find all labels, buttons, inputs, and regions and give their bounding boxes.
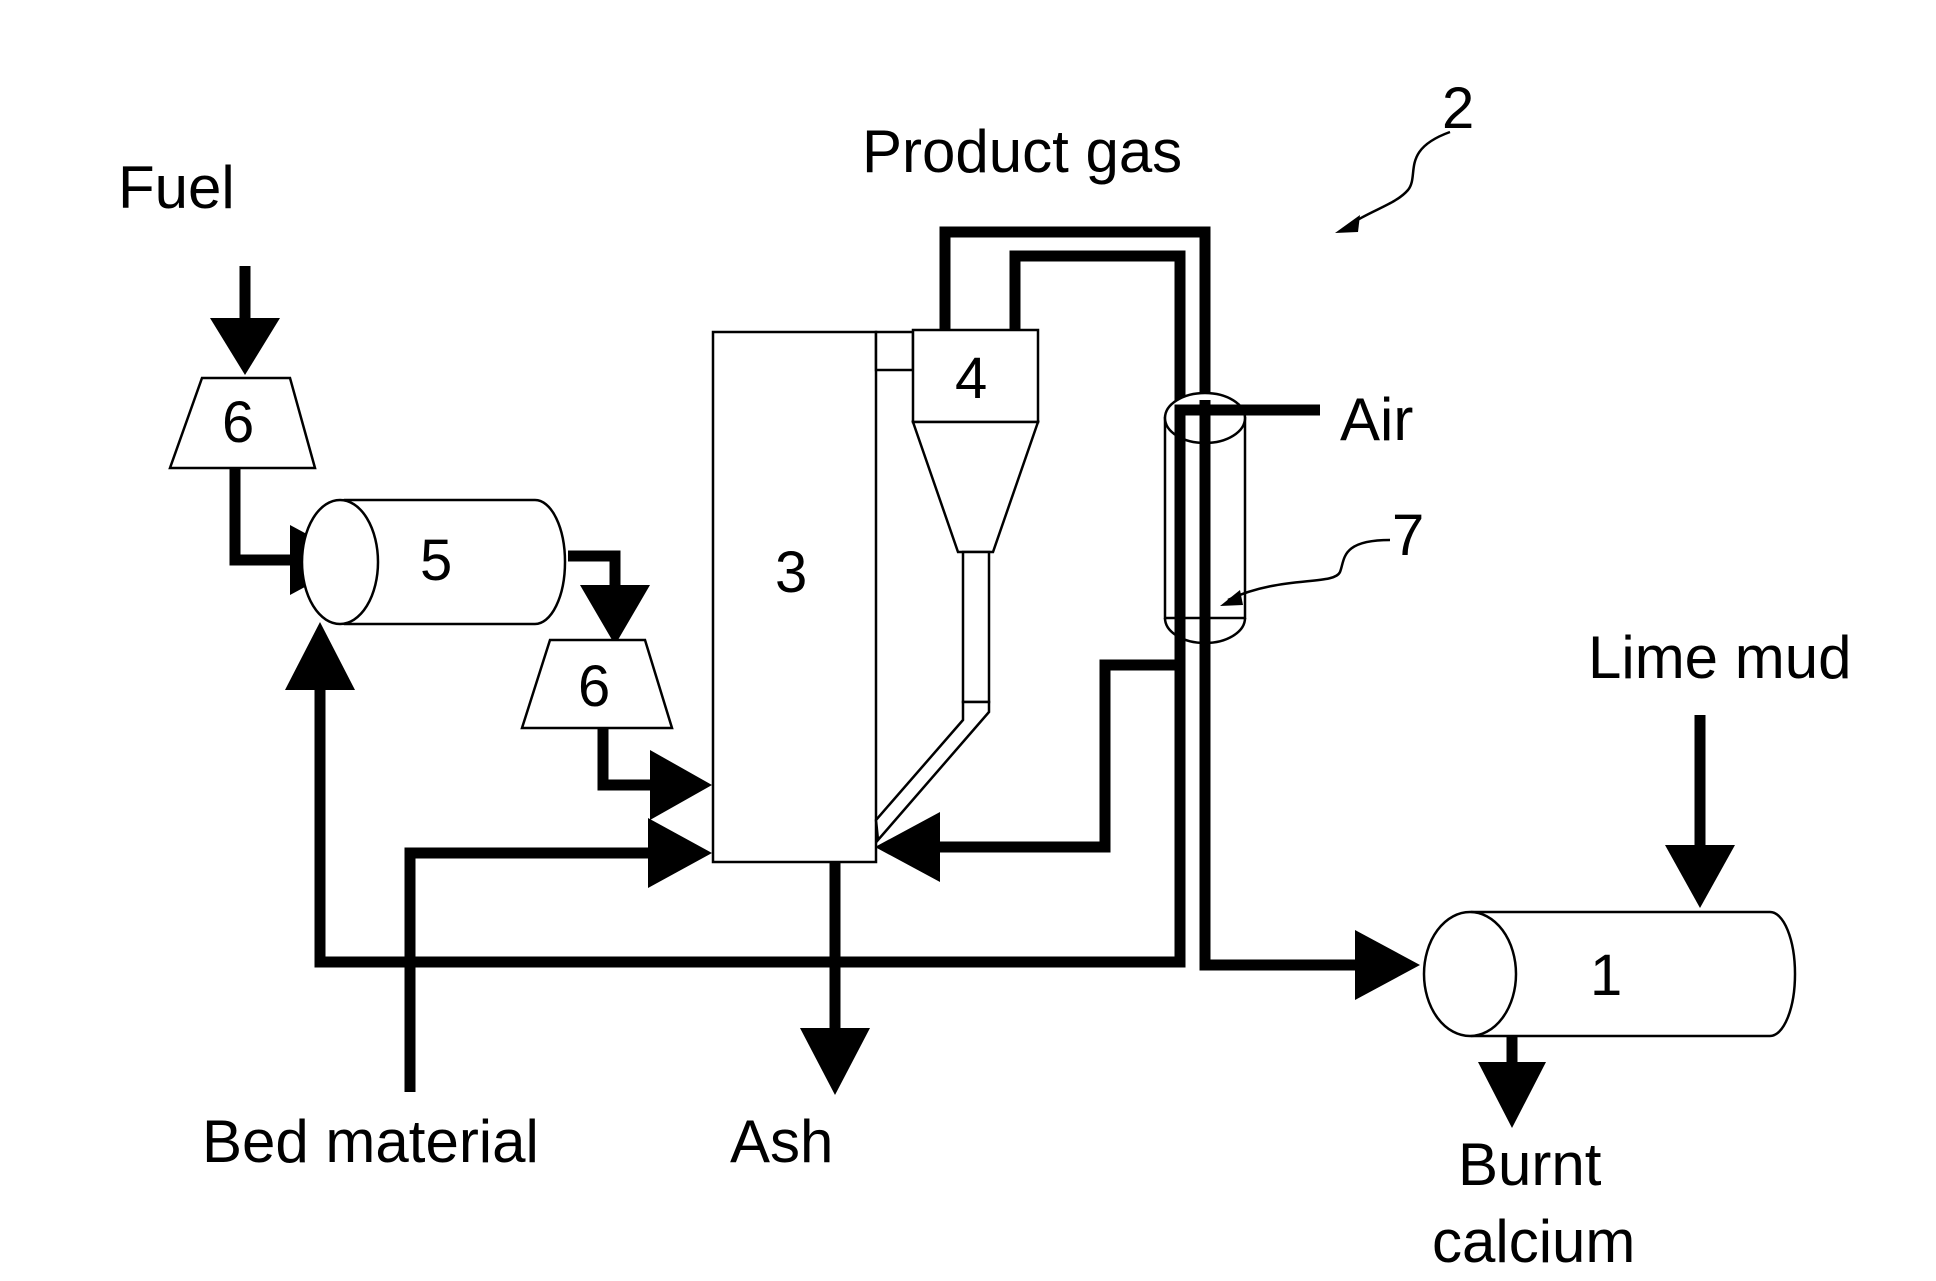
bed-material-arrow: [648, 818, 712, 888]
system-number: 2: [1442, 76, 1474, 141]
fuel-arrow: [210, 318, 280, 375]
bed-material-line: [410, 853, 660, 1092]
gasifier-number: 3: [775, 540, 807, 605]
burnt-calcium-label-2: calcium: [1432, 1208, 1635, 1275]
bed-return-arrow: [285, 622, 355, 690]
burnt-calcium-label-1: Burnt: [1458, 1131, 1602, 1198]
cyclone-cone: [913, 422, 1038, 552]
heat-exchanger-number: 7: [1392, 503, 1424, 568]
ash-arrow: [800, 1028, 870, 1095]
exchanger-ref-curve: [1228, 540, 1390, 600]
ash-label: Ash: [730, 1108, 833, 1175]
lime-mud-label: Lime mud: [1588, 624, 1851, 691]
dryer-number: 5: [420, 528, 452, 593]
feeder-top-number: 6: [222, 390, 254, 455]
lime-mud-arrow: [1665, 845, 1735, 908]
kiln-number: 1: [1590, 943, 1622, 1008]
burnt-calcium-arrow: [1478, 1062, 1546, 1128]
fuel-label: Fuel: [118, 154, 235, 221]
dryer-to-feeder-line: [568, 556, 615, 590]
cyclone-number: 4: [955, 346, 987, 411]
gasifier-cyclone-duct: [876, 332, 913, 370]
kiln-body: [1472, 912, 1795, 1036]
system-ref-arrowhead: [1335, 215, 1360, 233]
feeder-bottom-number: 6: [578, 654, 610, 719]
dryer-end: [302, 500, 378, 624]
cyclone-dipleg: [963, 552, 989, 702]
kiln-inlet-arrow: [1355, 930, 1420, 1000]
kiln-end: [1424, 912, 1516, 1036]
product-gas-label: Product gas: [862, 118, 1182, 185]
feeder-to-gasifier-arrow: [650, 750, 712, 820]
air-label: Air: [1340, 386, 1413, 453]
system-ref-curve: [1345, 132, 1450, 228]
feeder-bottom-arrow: [580, 585, 650, 645]
bed-material-label: Bed material: [202, 1108, 539, 1175]
